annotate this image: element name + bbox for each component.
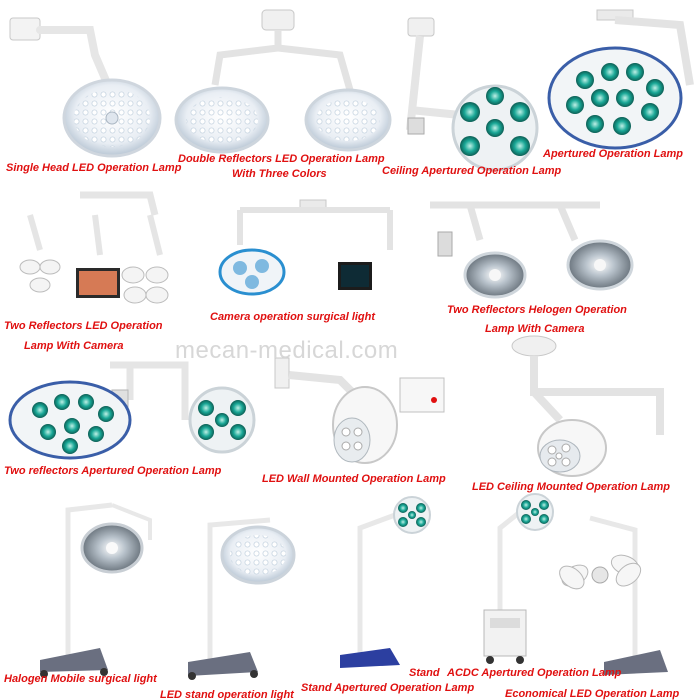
label-led-stand: LED stand operation light: [160, 689, 294, 700]
ceiling-apertured-lamp-illustration: [406, 17, 539, 172]
label-economical-led: Economical LED Operation Lamp: [505, 688, 680, 700]
camera-operation-surgical-light-illustration: [218, 199, 393, 296]
led-stand-illustration: [188, 517, 296, 680]
economical-led-illustration: [559, 515, 668, 675]
label-apertured: Apertured Operation Lamp: [543, 148, 683, 160]
acdc-apertured-illustration: [483, 493, 554, 664]
label-single-head-led: Single Head LED Operation Lamp: [6, 162, 182, 174]
two-reflectors-apertured-illustration: [8, 361, 256, 460]
stand-apertured-illustration: [340, 496, 431, 668]
halogen-mobile-illustration: [40, 502, 152, 678]
label-two-reflectors-led-line1: Two Reflectors LED Operation: [4, 320, 163, 332]
label-led-wall-mounted: LED Wall Mounted Operation Lamp: [262, 473, 446, 485]
label-stand-apertured: Stand Apertured Operation Lamp: [301, 682, 475, 694]
label-camera-operation-surgical: Camera operation surgical light: [210, 311, 376, 323]
label-halogen-mobile: Halogen Mobile surgical light: [4, 673, 157, 685]
label-two-reflectors-helogen-line1: Two Reflectors Helogen Operation: [447, 304, 627, 316]
label-stand-word: Stand: [409, 667, 440, 679]
label-led-ceiling-mounted: LED Ceiling Mounted Operation Lamp: [472, 481, 670, 493]
led-ceiling-mounted-illustration: [511, 335, 664, 477]
led-wall-mounted-illustration: [274, 357, 445, 464]
site-watermark: mecan-medical.com: [175, 337, 399, 364]
label-two-reflectors-apertured: Two reflectors Apertured Operation Lamp: [4, 465, 222, 477]
label-double-reflectors-led-line1: Double Reflectors LED Operation Lamp: [178, 153, 385, 165]
two-reflectors-helogen-camera-illustration: [430, 201, 634, 299]
double-reflectors-led-lamp-illustration: [174, 9, 392, 154]
two-reflectors-led-camera-illustration: [19, 191, 169, 304]
label-acdc-apertured: ACDC Apertured Operation Lamp: [447, 667, 622, 679]
label-double-reflectors-led-line2: With Three Colors: [232, 168, 327, 180]
label-ceiling-apertured: Ceiling Apertured Operation Lamp: [382, 165, 562, 177]
label-two-reflectors-led-line2: Lamp With Camera: [24, 340, 124, 352]
single-head-led-lamp-illustration: [9, 17, 162, 158]
label-two-reflectors-helogen-line2: Lamp With Camera: [485, 323, 585, 335]
apertured-lamp-illustration: [547, 9, 694, 150]
